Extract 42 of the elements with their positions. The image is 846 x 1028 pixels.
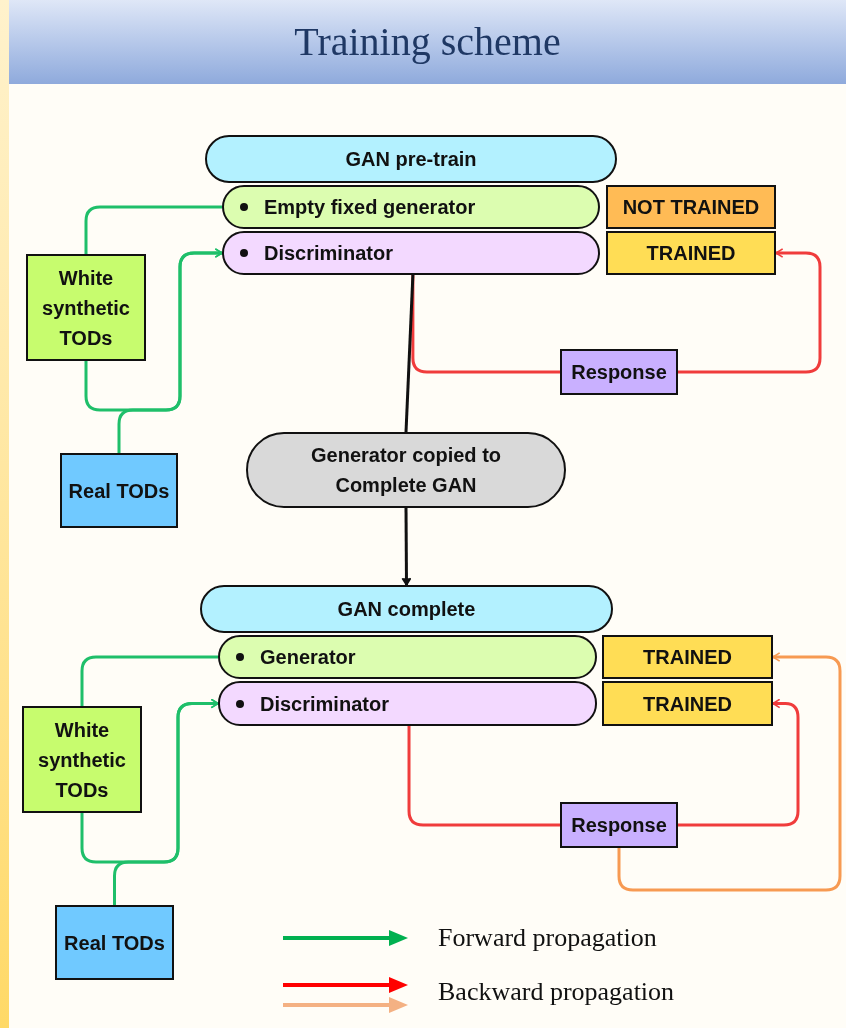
- node-label: GAN complete: [337, 597, 476, 622]
- connector-arrow: [678, 248, 822, 374]
- title: Training scheme: [294, 18, 561, 66]
- node-label: Response: [571, 360, 667, 385]
- generator-pill: [222, 185, 600, 229]
- data-box: [22, 706, 142, 813]
- status-box: [602, 681, 773, 726]
- stage-pill: [200, 585, 613, 633]
- connector-arrow: [401, 508, 412, 586]
- data-box: [55, 905, 174, 980]
- connector-arrow: [113, 698, 219, 905]
- node-label: Discriminator: [260, 691, 389, 717]
- node-label: TRAINED: [643, 645, 732, 670]
- generator-pill: [218, 635, 597, 679]
- node-label: Response: [571, 813, 667, 838]
- discriminator-pill: [222, 231, 600, 275]
- node-label: TRAINED: [646, 241, 736, 266]
- data-box: [26, 254, 146, 361]
- legend-label: Forward propagation: [438, 923, 657, 953]
- node-label: Generator: [260, 645, 356, 670]
- stage-pill: [205, 135, 617, 183]
- node-label: Real TODs: [68, 478, 170, 504]
- node-label: Generator copied to Complete GAN: [310, 443, 502, 498]
- node-label: GAN pre-train: [345, 147, 477, 172]
- node-label: Discriminator: [264, 241, 393, 266]
- discriminator-pill: [218, 681, 597, 726]
- node-label: TRAINED: [643, 691, 732, 717]
- node-label: NOT TRAINED: [622, 195, 760, 220]
- status-box: [602, 635, 773, 679]
- response-box: [560, 349, 678, 395]
- connector-arrow: [117, 248, 223, 453]
- node-label: White synthetic TODs: [41, 265, 131, 351]
- data-box: [60, 453, 178, 528]
- node-label: Empty fixed generator: [264, 195, 476, 220]
- legend-label: Backward propagation: [438, 977, 675, 1007]
- connector-arrow: [617, 652, 842, 892]
- response-box: [560, 802, 678, 848]
- node-label: White synthetic TODs: [37, 717, 127, 803]
- status-box: [606, 185, 776, 229]
- node-label: Real TODs: [64, 930, 165, 956]
- status-box: [606, 231, 776, 275]
- connector-arrow: [678, 698, 800, 827]
